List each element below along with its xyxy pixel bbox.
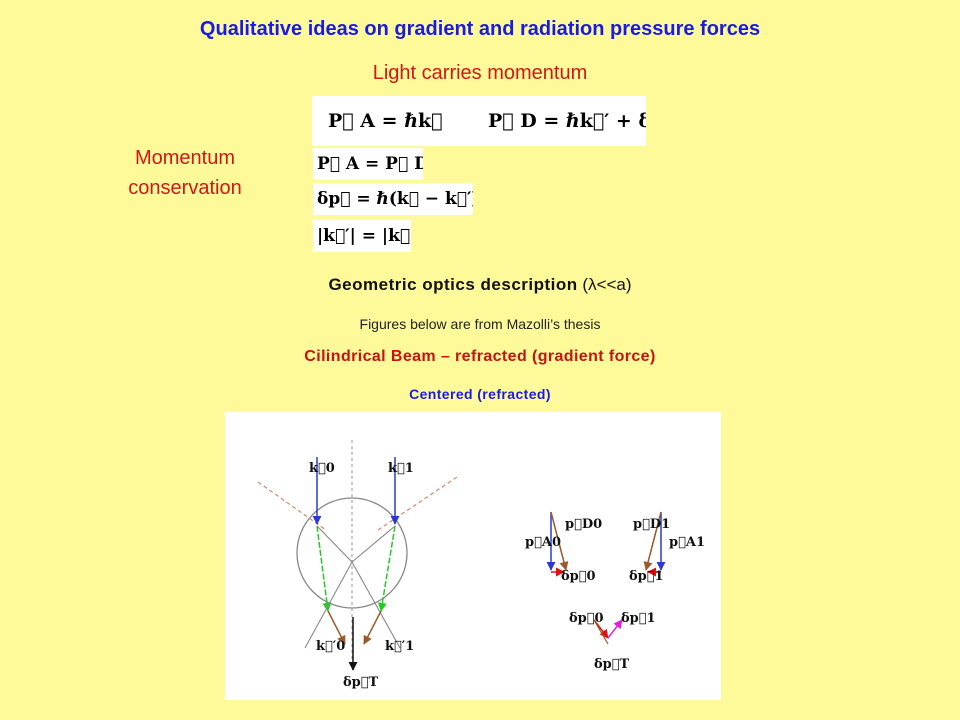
label-dp1-a: δp⃗1 — [629, 569, 664, 584]
label-p1D: p⃗D1 — [633, 517, 670, 532]
exit-line-right — [351, 561, 401, 649]
label-dpT-left: δp⃗T — [343, 675, 379, 690]
figures-note: Figures below are from Mazolli’s thesis — [359, 316, 601, 332]
geometric-optics-heading: Geometric optics description (λ<<a) — [0, 275, 960, 295]
vector-p0D — [550, 511, 569, 571]
reflected-ray-right — [377, 476, 458, 531]
equation-pd: P⃗ D = ℏk⃗′ + δp⃗ — [488, 110, 646, 132]
cilindrical-beam-heading: Cilindrical Beam – refracted (gradient f… — [304, 348, 656, 365]
vector-dp1-b — [607, 619, 623, 639]
geometric-condition: (λ<<a) — [582, 275, 632, 294]
equation-delta-p: δp⃗ = ℏ(k⃗ − k⃗′) — [313, 183, 473, 215]
label-dp1-b: δp⃗1 — [621, 611, 656, 626]
equation-pa: P⃗ A = ℏk⃗ — [328, 110, 443, 132]
label-dpT-right: δp⃗T — [594, 657, 630, 672]
label-k1: k⃗1 — [388, 461, 414, 476]
reflected-ray-left — [257, 481, 327, 531]
vector-dpT-sum — [593, 619, 609, 645]
ray-diagram-svg: k⃗0 k⃗1 k⃗′0 k⃗′1 δp⃗T p⃗A0 p⃗D0 δp⃗0 p⃗… — [257, 440, 705, 690]
label-dp0-b: δp⃗0 — [569, 611, 604, 626]
internal-ray-left — [316, 525, 332, 612]
exit-ray-k1-prime — [363, 610, 382, 645]
label-dp0-a: δp⃗0 — [561, 569, 596, 584]
internal-chord-left — [316, 525, 353, 563]
ray-diagram-figure: k⃗0 k⃗1 k⃗′0 k⃗′1 δp⃗T p⃗A0 p⃗D0 δp⃗0 p⃗… — [225, 412, 721, 700]
label-k0: k⃗0 — [309, 461, 335, 476]
equation-k-magnitude: |k⃗′| = |k⃗| — [313, 220, 411, 252]
label-p0A: p⃗A0 — [525, 535, 561, 550]
equation-top-box: P⃗ A = ℏk⃗ P⃗ D = ℏk⃗′ + δp⃗ — [312, 96, 646, 146]
momentum-conservation-label: Momentum conservation — [128, 147, 242, 199]
equation-conservation: P⃗ A = P⃗ D — [313, 148, 423, 180]
label-p0D: p⃗D0 — [565, 517, 602, 532]
slide-subtitle: Light carries momentum — [372, 62, 588, 84]
slide-title: Qualitative ideas on gradient and radiat… — [199, 18, 761, 40]
exit-ray-k0-prime — [327, 610, 346, 645]
geometric-optics-title: Geometric optics description — [328, 275, 578, 294]
label-k1-prime: k⃗′1 — [385, 639, 414, 654]
centered-heading: Centered (refracted) — [409, 386, 551, 402]
exit-line-left — [304, 561, 353, 649]
vector-p1D — [643, 511, 662, 571]
label-k0-prime: k⃗′0 — [316, 639, 345, 654]
internal-chord-right — [351, 525, 396, 563]
internal-ray-right — [377, 525, 396, 612]
label-p1A: p⃗A1 — [669, 535, 705, 550]
